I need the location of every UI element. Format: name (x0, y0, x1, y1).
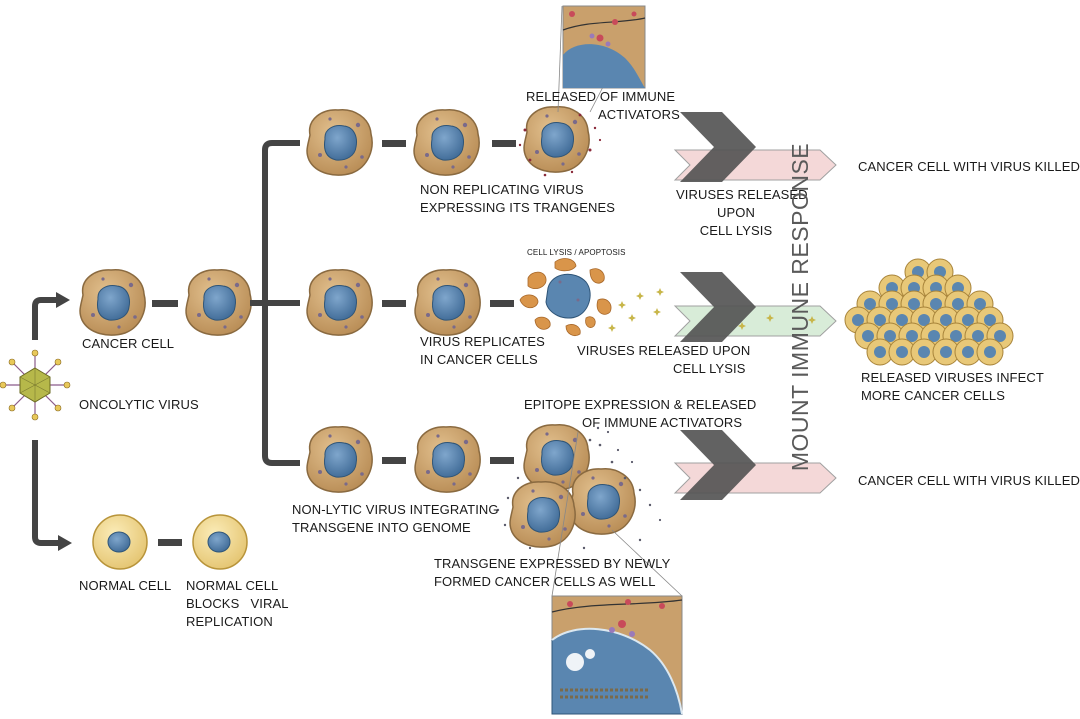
connector-dash (158, 539, 182, 546)
bottom-cancer-cell-1 (306, 425, 373, 493)
cancer-cell-killed-bottom-label: CANCER CELL WITH VIRUS KILLED (858, 473, 1080, 488)
released-virions (608, 288, 664, 332)
epitope-expression-line-2: OF IMMUNE ACTIVATORS (582, 415, 743, 430)
cell-lysis-apoptosis-label: CELL LYSIS / APOPTOSIS (527, 248, 626, 257)
chevron-icon (680, 430, 756, 500)
connector-dash (382, 457, 406, 464)
normal-cell-blocking-icon (192, 514, 248, 570)
connector-dash (490, 300, 514, 307)
top-outcome-arrow (673, 112, 837, 182)
normal-cell-label: NORMAL CELL (79, 578, 172, 593)
released-viruses-infect-line-1: RELEASED VIRUSES INFECT (861, 370, 1044, 385)
cancer-cell-label: CANCER CELL (82, 336, 175, 351)
top-zoom-inset-icon (557, 5, 646, 113)
bottom-outcome-arrow (673, 430, 837, 500)
cancer-cell-icon (79, 268, 146, 336)
non-lytic-virus-line-2: TRANSGENE INTO GENOME (292, 520, 471, 535)
bottom-zoom-inset-icon (551, 431, 683, 715)
viruses-released-mid-line-2: CELL LYSIS (673, 361, 746, 376)
branch-bracket (250, 140, 300, 466)
transgene-expressed-line-2: FORMED CANCER CELLS AS WELL (434, 574, 656, 589)
top-cancer-cell-activators (518, 105, 602, 177)
connector-dash (382, 140, 406, 147)
epitope-expression-line-1: EPITOPE EXPRESSION & RELEASED (524, 397, 757, 412)
normal-cell-icon (92, 514, 148, 570)
oncolytic-virus-icon (0, 349, 71, 421)
lower-split-arrow (32, 440, 72, 551)
bottom-cancer-cell-2 (414, 425, 481, 493)
virus-replicates-line-2: IN CANCER CELLS (420, 352, 538, 367)
viruses-released-top-line-3: CELL LYSIS (699, 223, 773, 238)
mid-cancer-cell-2 (414, 268, 481, 336)
connector-dash (492, 140, 516, 147)
connector-dash (152, 300, 178, 307)
viruses-released-top-line-1: VIRUSES RELEASED (676, 187, 808, 202)
viruses-released-top-line-2: UPON (717, 205, 755, 220)
oncolytic-virus-label: ONCOLYTIC VIRUS (79, 397, 199, 412)
cell-lysis-icon (519, 258, 612, 336)
mount-immune-response-label: MOUNT IMMUNE RESPONSE (787, 142, 813, 472)
upper-split-arrow (32, 292, 70, 340)
infected-cancer-cell-icon (185, 268, 252, 336)
top-branch-caption-line-1: NON REPLICATING VIRUS (420, 182, 584, 197)
cluster-cell (976, 338, 1004, 366)
connector-dash (490, 457, 514, 464)
viruses-released-mid-line-1: VIRUSES RELEASED UPON (577, 343, 751, 358)
virus-replicates-line-1: VIRUS REPLICATES (420, 334, 545, 349)
chevron-icon (680, 112, 756, 182)
top-branch-caption-line-2: EXPRESSING ITS TRANGENES (420, 200, 616, 215)
top-cancer-cell-2 (413, 108, 480, 176)
cancer-cell-killed-top-label: CANCER CELL WITH VIRUS KILLED (858, 159, 1080, 174)
non-lytic-virus-line-1: NON-LYTIC VIRUS INTEGRATING (292, 502, 499, 517)
chevron-icon (680, 272, 756, 342)
immune-activators-line-2: ACTIVATORS (598, 107, 680, 122)
connector-dash (382, 300, 406, 307)
immune-activators-line-1: RELEASED OF IMMUNE (526, 89, 676, 104)
transgene-cell-cluster-icon (496, 423, 662, 550)
mid-outcome-arrow (673, 272, 837, 342)
transgene-expressed-line-1: TRANSGENE EXPRESSED BY NEWLY (434, 556, 671, 571)
normal-cell-blocks-line-2: BLOCKS VIRAL (186, 596, 289, 611)
released-viruses-infect-line-2: MORE CANCER CELLS (861, 388, 1006, 403)
cell-cluster-icon (844, 258, 1014, 366)
top-cancer-cell-1 (306, 108, 373, 176)
normal-cell-blocks-line-3: REPLICATION (186, 614, 273, 629)
mid-cancer-cell-1 (306, 268, 373, 336)
normal-cell-blocks-line-1: NORMAL CELL (186, 578, 279, 593)
